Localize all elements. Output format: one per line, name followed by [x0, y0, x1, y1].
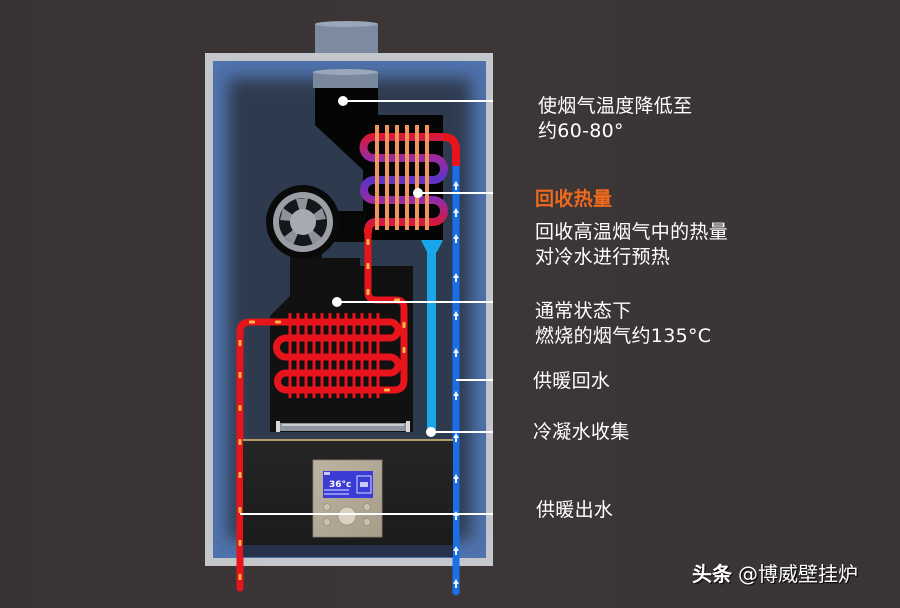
heating-supply-label: 供暖出水: [536, 499, 614, 521]
secondary-heat-exchanger: [359, 125, 448, 236]
heating-return-label: 供暖回水: [533, 370, 611, 392]
combustion-label: 通常状态下 燃烧的烟气约135°C: [535, 299, 711, 349]
combustion-line1: 通常状态下: [535, 300, 632, 322]
heat-recovery-description: 回收高温烟气中的热量 对冷水进行预热: [535, 220, 728, 270]
flue-temperature-label: 使烟气温度降低至 约60-80°: [538, 94, 692, 144]
heat-recovery-title: 回收热量: [535, 188, 613, 210]
watermark-handle: @博威壁挂炉: [738, 562, 858, 586]
burner: [276, 421, 410, 432]
panel-button[interactable]: [363, 518, 371, 526]
primary-heat-exchanger-fins: [288, 313, 380, 398]
heat-recovery-line2: 对冷水进行预热: [535, 246, 671, 268]
flue-cap: [313, 69, 378, 88]
panel-button[interactable]: [363, 503, 371, 511]
panel-button[interactable]: [323, 503, 331, 511]
condensate-label: 冷凝水收集: [533, 421, 630, 443]
hot-flow-arrows: [238, 239, 406, 580]
fan-icon: [266, 185, 340, 259]
flue-temperature-line1: 使烟气温度降低至: [538, 95, 693, 117]
panel-button[interactable]: [323, 518, 331, 526]
main-knob[interactable]: [337, 506, 357, 526]
display-temperature: 36°c: [329, 480, 351, 490]
watermark-brand: 头条: [692, 562, 732, 586]
heat-recovery-line1: 回收高温烟气中的热量: [535, 221, 729, 243]
control-panel[interactable]: 36°c: [312, 459, 383, 538]
flue-temperature-line2: 约60-80°: [538, 120, 624, 142]
combustion-line2: 燃烧的烟气约135°C: [535, 325, 712, 347]
watermark: 头条@博威壁挂炉: [692, 562, 858, 586]
leader-lines: [240, 96, 493, 515]
chimney: [315, 21, 378, 56]
condensate-pipe: [421, 240, 443, 434]
